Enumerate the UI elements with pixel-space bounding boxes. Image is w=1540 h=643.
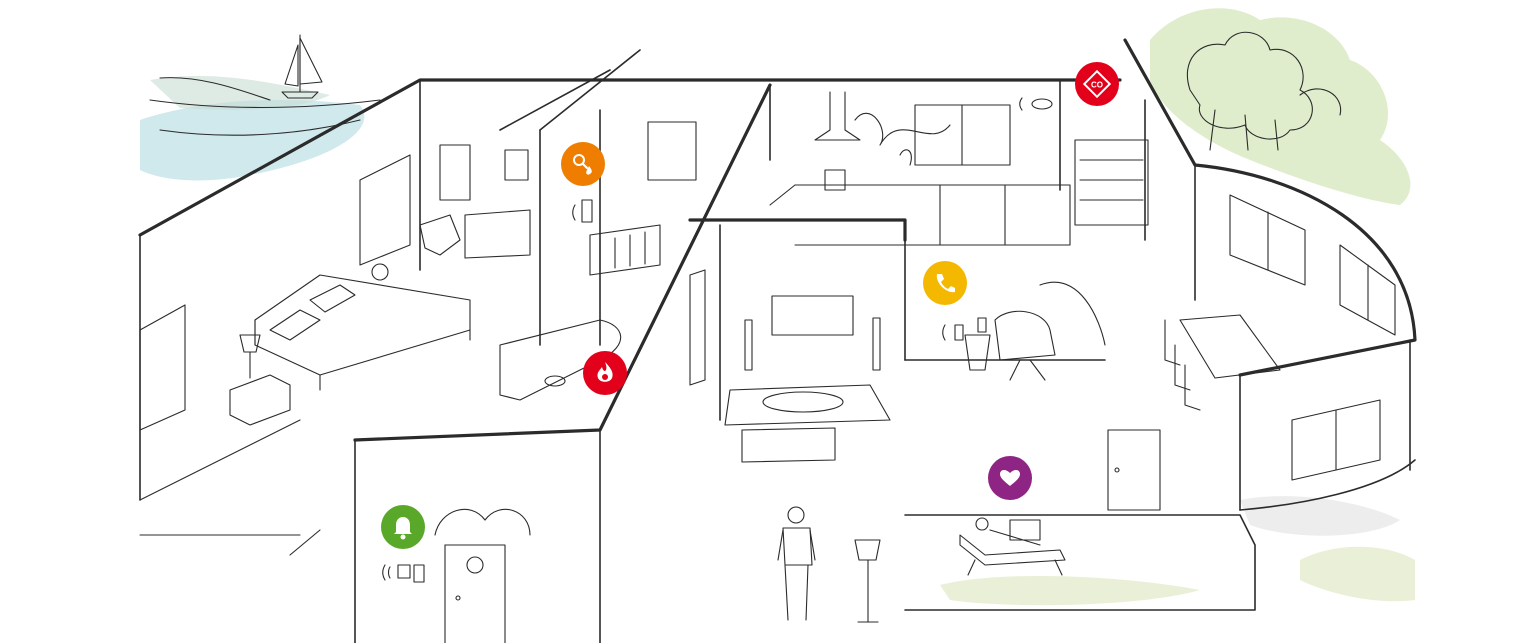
sea-wash xyxy=(140,75,365,181)
armchair-bookshelf xyxy=(419,209,531,259)
water-leak-hotspot[interactable] xyxy=(561,142,605,186)
trees xyxy=(1186,31,1342,151)
water-sensor-device xyxy=(581,199,593,223)
standing-person xyxy=(777,506,816,621)
crib xyxy=(589,224,661,276)
co-badge-text: CO xyxy=(1091,81,1103,90)
phone-hotspot[interactable] xyxy=(923,261,967,305)
tree-wash xyxy=(1150,8,1411,206)
grass-wash xyxy=(940,496,1415,606)
dining-area xyxy=(1107,194,1396,511)
sailboat xyxy=(281,34,323,99)
carbon-monoxide-hotspot[interactable]: CO xyxy=(1075,62,1119,106)
nightstand-lamp xyxy=(229,334,291,426)
health-hotspot[interactable] xyxy=(988,456,1032,500)
patio-lounger xyxy=(959,517,1066,576)
phone-badge-circle xyxy=(923,261,967,305)
phone-corner xyxy=(954,281,1106,381)
bed xyxy=(254,274,471,391)
speaker-device xyxy=(371,263,389,281)
flame-icon xyxy=(597,362,613,382)
bedroom-windows xyxy=(139,144,529,431)
floor-lamp xyxy=(854,539,881,623)
kitchen xyxy=(769,91,1071,246)
water-drop-icon xyxy=(573,154,592,175)
co-detector-icon: CO xyxy=(1082,69,1112,99)
phone-icon xyxy=(936,274,955,293)
hallway-counter xyxy=(499,319,622,401)
doorbell-hotspot[interactable] xyxy=(381,505,425,549)
living-room xyxy=(689,269,891,463)
signal-waves xyxy=(382,97,1023,581)
co-badge-circle xyxy=(1075,62,1119,106)
nursery-picture xyxy=(647,121,697,181)
front-door xyxy=(397,508,531,643)
bell-icon xyxy=(394,517,412,540)
heart-icon xyxy=(1000,470,1020,486)
fire-hotspot[interactable] xyxy=(583,351,627,395)
bookcase xyxy=(1074,139,1149,226)
house-outline xyxy=(138,38,1417,643)
